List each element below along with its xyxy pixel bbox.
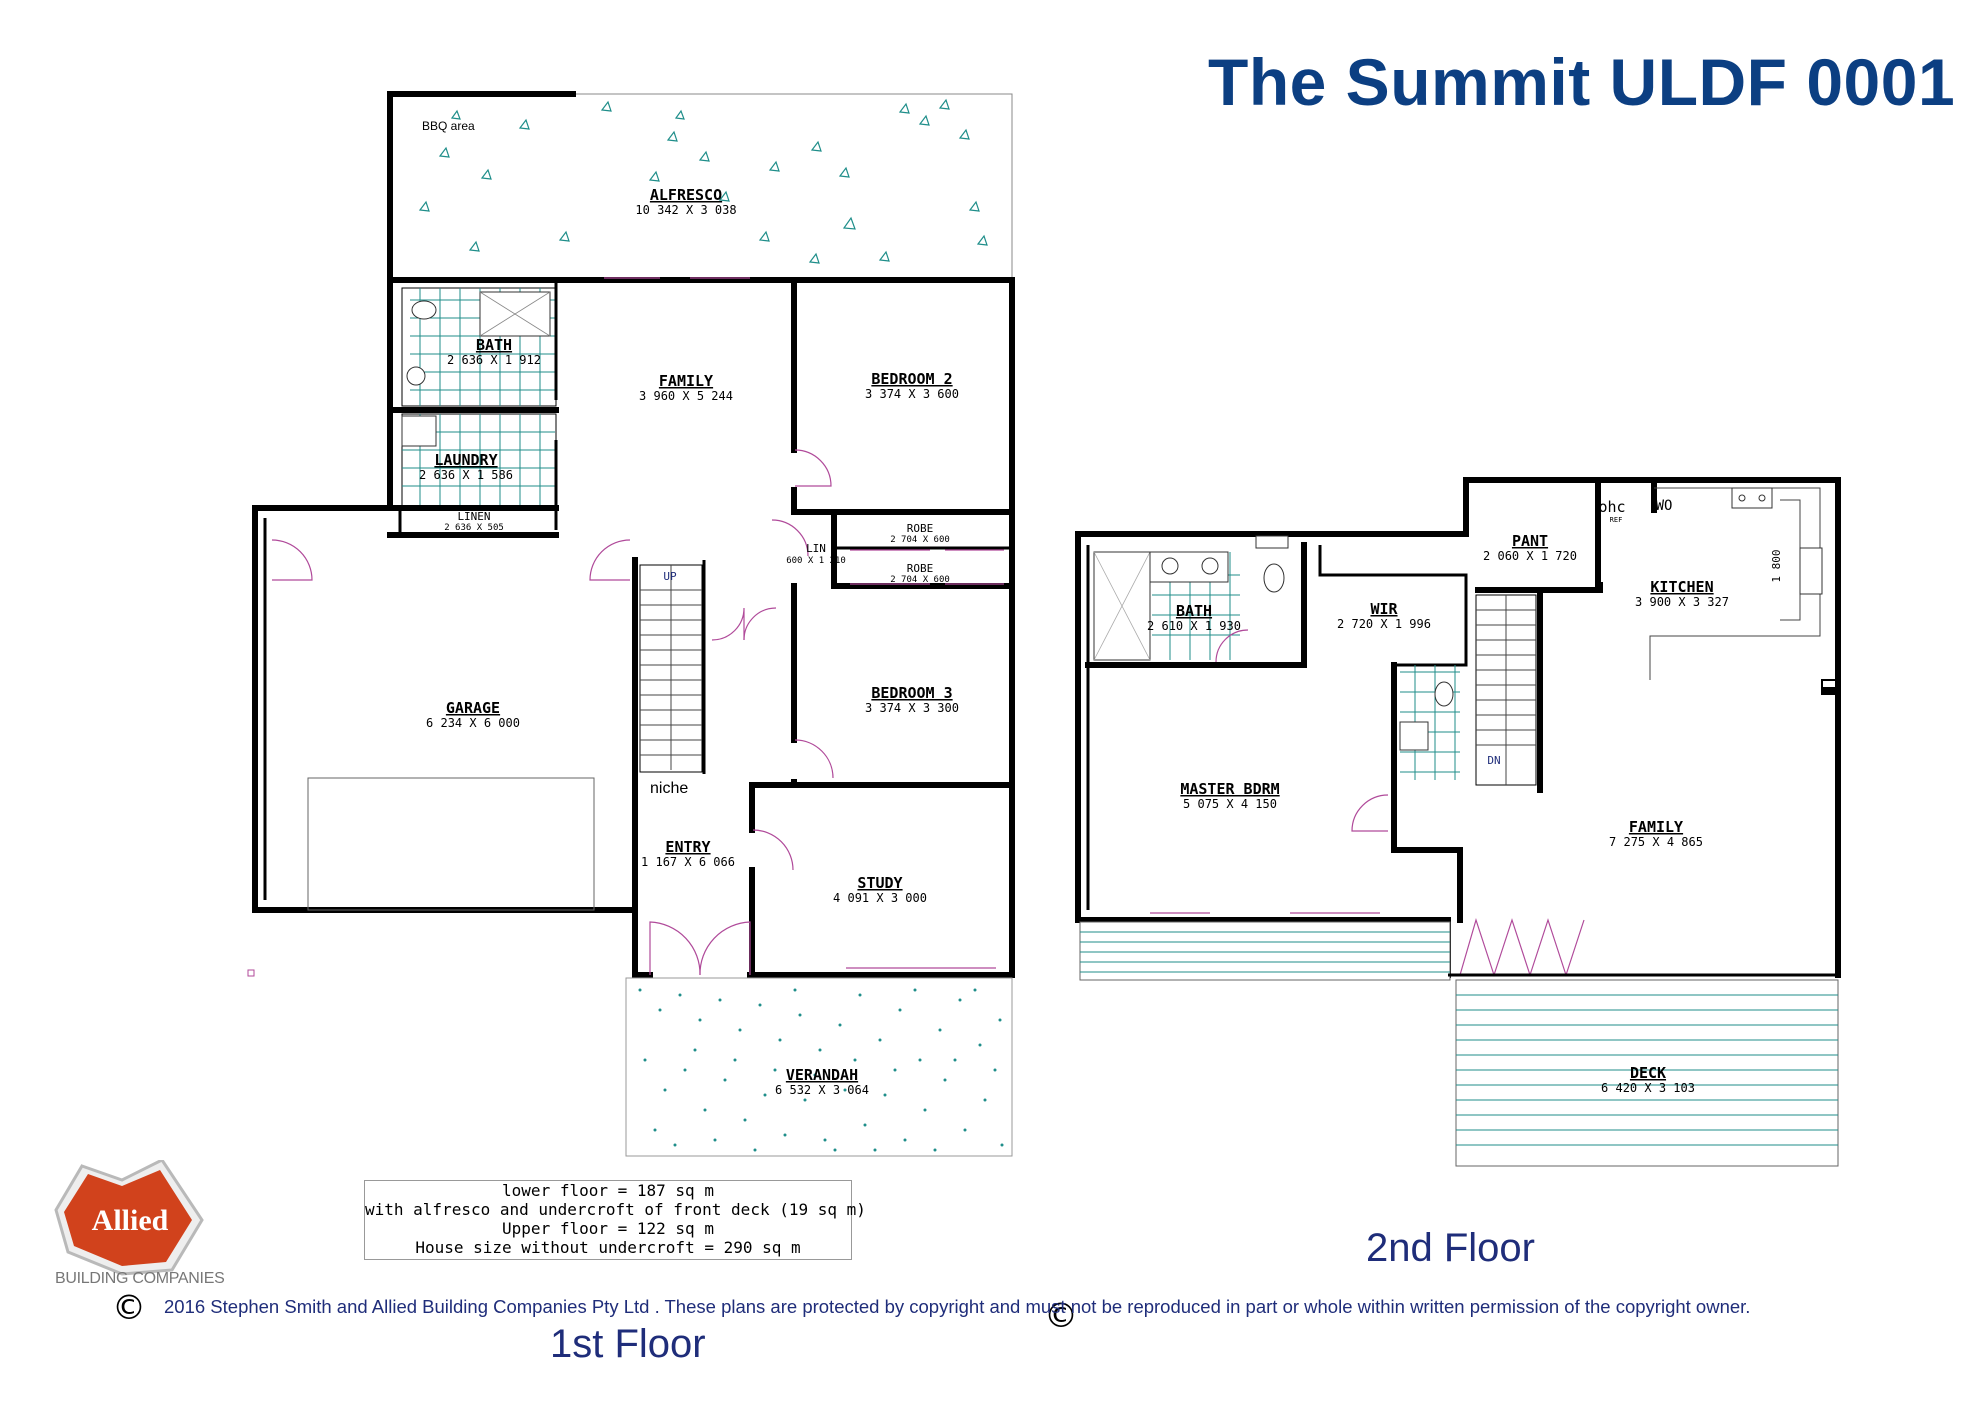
study-top-wall [749, 782, 793, 833]
family2-dims: 7 275 X 4 865 [1609, 835, 1703, 849]
floor2-label: 2nd Floor [1366, 1226, 1535, 1270]
verandah-area [625, 977, 1013, 1157]
pant-name: PANT [1512, 532, 1548, 550]
master-dims: 5 075 X 4 150 [1183, 797, 1277, 811]
family2-name: FAMILY [1629, 818, 1683, 836]
laundry-name: LAUNDRY [434, 451, 497, 469]
bath2-name: BATH [1176, 602, 1212, 620]
area-line: lower floor = 187 sq m [502, 1181, 714, 1200]
linen-name: LINEN [457, 510, 490, 523]
study-dims: 4 091 X 3 000 [833, 891, 927, 905]
copyright-icon: © [1044, 1296, 1078, 1336]
family1-name: FAMILY [659, 372, 713, 390]
robe1-top [791, 487, 1015, 515]
bath2-dims: 2 610 X 1 930 [1147, 619, 1241, 633]
area-line: with alfresco and undercroft of front de… [365, 1200, 866, 1219]
laundry-tiles [402, 414, 555, 506]
bench-label: 1 800 [1770, 549, 1783, 582]
copyright-text: 2016 Stephen Smith and Allied Building C… [164, 1296, 1751, 1317]
stairs-floor1 [639, 564, 703, 773]
dn-label: DN [1487, 754, 1500, 767]
verandah-name: VERANDAH [786, 1066, 858, 1084]
garage-dims: 6 234 X 6 000 [426, 716, 520, 730]
page-title: The Summit ULDF 0001 [1208, 45, 1956, 119]
bedroom2-name: BEDROOM 2 [871, 370, 952, 388]
bbq-label: BBQ area [422, 119, 475, 133]
balcony [1079, 921, 1451, 981]
floor1-label: 1st Floor [550, 1322, 706, 1366]
ohc-label: ohc [1598, 498, 1625, 516]
deck-dims: 6 420 X 3 103 [1601, 1081, 1695, 1095]
lin-dims: 600 X 1 210 [786, 556, 846, 566]
verandah-dims: 6 532 X 3 064 [775, 1083, 869, 1097]
floor2-plan: PANT 2 060 X 1 720 ohc REF WO KITCHEN 3 … [1075, 477, 1841, 1167]
alfresco-dims: 10 342 X 3 038 [635, 203, 736, 217]
upper-left-wall [1075, 531, 1469, 923]
lin-name: LIN [806, 542, 826, 555]
house-wall-top [387, 277, 1015, 788]
logo-subtitle: BUILDING COMPANIES [55, 1270, 225, 1287]
floor1-plan: BBQ area ALFRESCO 10 342 X 3 038 BATH 2 … [247, 91, 1015, 1157]
house-wall-left [252, 277, 638, 978]
pant-dims: 2 060 X 1 720 [1483, 549, 1577, 563]
family1-dims: 3 960 X 5 244 [639, 389, 733, 403]
up-label: UP [663, 570, 677, 583]
master-name: MASTER BDRM [1180, 780, 1279, 798]
area-line: Upper floor = 122 sq m [502, 1219, 714, 1238]
alfresco-wall [387, 91, 576, 283]
allied-logo: Allied [54, 1160, 204, 1276]
bedroom2-dims: 3 374 X 3 600 [865, 387, 959, 401]
kitchen-dims: 3 900 X 3 327 [1635, 595, 1729, 609]
area-line: House size without undercroft = 290 sq m [415, 1238, 801, 1257]
alfresco-hatch [418, 98, 988, 264]
verandah-hatch [638, 988, 1004, 1152]
alfresco-name: ALFRESCO [650, 186, 722, 204]
alfresco-area [389, 93, 1013, 281]
area-summary: lower floor = 187 sq m with alfresco and… [364, 1180, 866, 1260]
robe1-name: ROBE [907, 522, 934, 535]
wir-name: WIR [1370, 600, 1398, 618]
deck-area [1455, 979, 1839, 1167]
robe1-dims: 2 704 X 600 [890, 535, 950, 545]
bedroom3-name: BEDROOM 3 [871, 684, 952, 702]
entry-name: ENTRY [665, 838, 710, 856]
ens-wall [1391, 662, 1463, 923]
linen-dims: 2 636 X 505 [444, 523, 504, 533]
ref-label: REF [1610, 516, 1623, 524]
bed3-bottom [791, 779, 1015, 788]
entry-dims: 1 167 X 6 066 [641, 855, 735, 869]
kitchen-name: KITCHEN [1650, 578, 1713, 596]
deck-name: DECK [1630, 1064, 1666, 1082]
robe2-name: ROBE [907, 562, 934, 575]
bath1-dims: 2 636 X 1 912 [447, 353, 541, 367]
copyright-icon: © [112, 1288, 146, 1328]
bedroom3-dims: 3 374 X 3 300 [865, 701, 959, 715]
bath1-name: BATH [476, 336, 512, 354]
garage-name: GARAGE [446, 699, 500, 717]
floor2-doors [1150, 629, 1389, 914]
wir-walls [1318, 545, 1468, 667]
wo-label: WO [1656, 498, 1673, 514]
robe2-dims: 2 704 X 600 [890, 575, 950, 585]
garage-door [307, 777, 595, 911]
niche-label: niche [650, 780, 688, 797]
stairs-floor2 [1475, 594, 1537, 786]
logo-text: Allied [92, 1204, 169, 1237]
family2-right-wall [1823, 687, 1841, 978]
study-name: STUDY [857, 874, 902, 892]
floor1-doors [271, 277, 1004, 976]
wir-dims: 2 720 X 1 996 [1337, 617, 1431, 631]
laundry-dims: 2 636 X 1 586 [419, 468, 513, 482]
